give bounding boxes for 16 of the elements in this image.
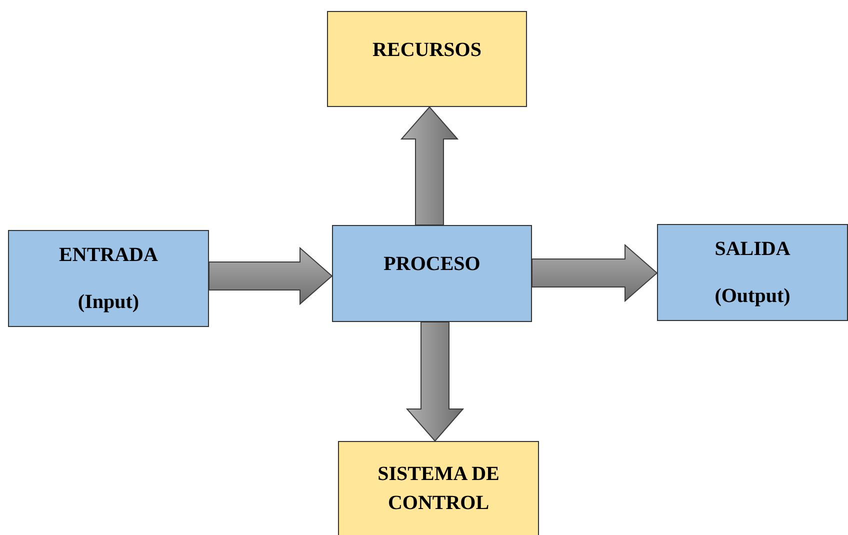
box-title: SISTEMA DE CONTROL <box>376 462 500 516</box>
process-box <box>338 441 539 535</box>
process-box <box>327 11 527 107</box>
block-arrow <box>400 106 459 226</box>
block-arrow <box>406 322 464 442</box>
block-arrow <box>532 244 658 302</box>
box-subtitle: (Input) <box>78 290 140 314</box>
box-title: SALIDA <box>714 236 790 262</box>
process-box <box>332 225 532 322</box>
block-arrow <box>208 246 333 306</box>
box-title: PROCESO <box>384 252 480 277</box>
box-title: ENTRADA <box>59 242 158 268</box>
process-box <box>657 224 848 321</box>
process-box <box>8 230 209 327</box>
box-subtitle: (Output) <box>714 284 790 308</box>
box-title: RECURSOS <box>372 38 482 63</box>
